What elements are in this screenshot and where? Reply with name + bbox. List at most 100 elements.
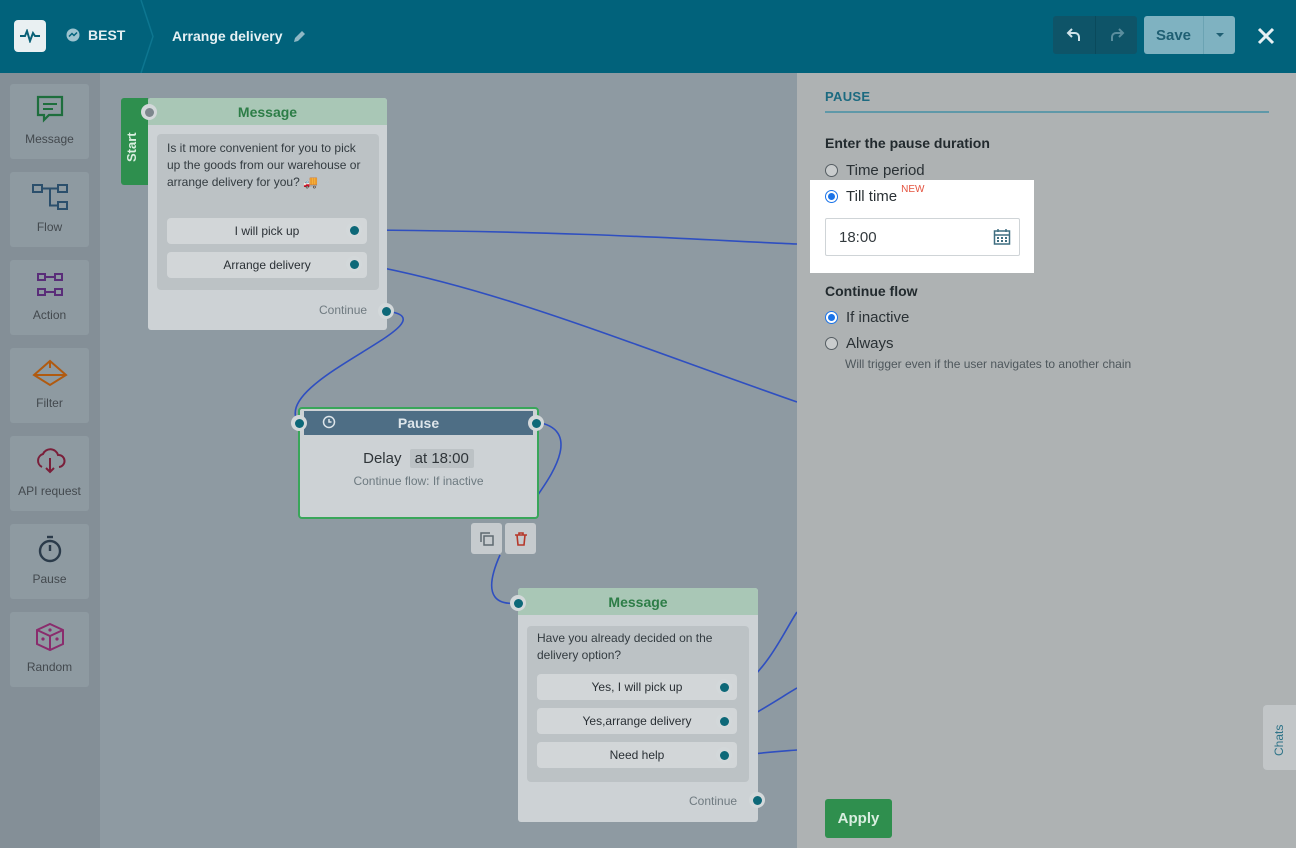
reply-label: Yes, I will pick up <box>591 680 683 694</box>
radio-circle[interactable] <box>825 311 838 324</box>
top-bar: BEST Arrange delivery Save <box>0 0 1296 73</box>
message-text: Is it more convenient for you to pick up… <box>167 141 361 189</box>
reply-port[interactable] <box>346 256 362 272</box>
palette-item-message[interactable]: Message <box>10 84 89 159</box>
message-node-1[interactable]: Message Is it more convenient for you to… <box>141 98 394 330</box>
filter-icon <box>31 359 68 387</box>
pulse-logo-icon[interactable] <box>14 20 46 52</box>
palette-item-random[interactable]: Random <box>10 612 89 687</box>
palette-item-pause[interactable]: Pause <box>10 524 89 599</box>
settings-panel: PAUSE Enter the pause duration Time peri… <box>797 73 1296 848</box>
radio-time-period[interactable]: Time period <box>825 162 925 179</box>
radio-label: Time period <box>846 162 925 179</box>
palette-item-api-request[interactable]: API request <box>10 436 89 511</box>
palette-item-filter[interactable]: Filter <box>10 348 89 423</box>
panel-heading: PAUSE <box>825 89 871 104</box>
breadcrumb-separator <box>140 0 154 73</box>
palette-item-flow[interactable]: Flow <box>10 172 89 247</box>
calendar-icon[interactable] <box>993 228 1011 246</box>
reply-label: Need help <box>609 748 665 762</box>
pencil-icon[interactable] <box>293 30 306 43</box>
history-controls <box>1053 16 1137 54</box>
radio-if-inactive[interactable]: If inactive <box>825 309 909 326</box>
continue-port[interactable] <box>378 303 394 319</box>
chats-tab[interactable]: Chats <box>1263 705 1296 770</box>
dice-icon <box>35 622 64 652</box>
panel-divider <box>825 111 1269 113</box>
quick-reply-button[interactable]: Arrange delivery <box>167 252 367 278</box>
palette-label: Action <box>32 308 67 322</box>
radio-label: If inactive <box>846 309 910 326</box>
delay-value: at 18:00 <box>409 449 474 468</box>
redo-icon <box>1110 28 1124 41</box>
radio-label: Till time <box>846 188 898 205</box>
message-text: Have you already decided on the delivery… <box>537 631 713 662</box>
input-port[interactable] <box>141 104 157 120</box>
radio-always[interactable]: Always <box>825 335 894 352</box>
quick-reply-button[interactable]: I will pick up <box>167 218 367 244</box>
quick-reply-button[interactable]: Yes,arrange delivery <box>537 708 737 734</box>
chats-label: Chats <box>1272 724 1286 756</box>
palette-label: Pause <box>32 572 67 586</box>
reply-label: Yes,arrange delivery <box>582 714 692 728</box>
output-port[interactable] <box>528 415 544 431</box>
block-palette: Message Flow Action Filter API request P… <box>0 73 100 848</box>
radio-circle[interactable] <box>825 337 838 350</box>
caret-down-icon <box>1215 33 1224 37</box>
flow-title-text: Arrange delivery <box>172 28 283 44</box>
time-input[interactable]: 18:00 <box>825 218 1020 256</box>
continue-label: Continue <box>319 303 368 317</box>
input-port[interactable] <box>291 415 307 431</box>
radio-circle[interactable] <box>825 164 838 177</box>
copy-icon <box>479 531 494 546</box>
palette-label: API request <box>18 484 81 498</box>
reply-port[interactable] <box>346 222 362 238</box>
reply-label: Arrange delivery <box>223 258 311 272</box>
quick-reply-button[interactable]: Yes, I will pick up <box>537 674 737 700</box>
close-button[interactable] <box>1252 22 1280 50</box>
delay-label: Delay <box>363 450 402 467</box>
pause-node-header: Pause <box>304 411 533 435</box>
radio-till-time[interactable]: Till time NEW <box>825 184 924 205</box>
save-button[interactable]: Save <box>1155 26 1192 44</box>
flow-title[interactable]: Arrange delivery <box>172 28 306 44</box>
node-title: Message <box>518 588 758 615</box>
delete-node-button[interactable] <box>505 523 536 554</box>
trash-icon <box>514 531 527 546</box>
undo-icon <box>1066 28 1080 41</box>
palette-label: Flow <box>36 220 63 234</box>
node-title: Pause <box>397 415 440 431</box>
new-badge: NEW <box>901 184 925 195</box>
continue-flow-title: Continue flow <box>825 283 918 299</box>
save-options-button[interactable] <box>1203 16 1235 54</box>
save-group: Save <box>1144 16 1235 54</box>
reply-port[interactable] <box>716 713 732 729</box>
duplicate-node-button[interactable] <box>471 523 502 554</box>
message-body: Is it more convenient for you to pick up… <box>157 134 379 290</box>
continue-flow-summary: Continue flow: If inactive <box>353 474 484 488</box>
quick-reply-button[interactable]: Need help <box>537 742 737 768</box>
undo-button[interactable] <box>1053 16 1095 54</box>
api-request-icon <box>36 448 65 474</box>
bot-selector[interactable]: BEST <box>66 27 125 43</box>
bot-name: BEST <box>88 27 126 43</box>
radio-circle[interactable] <box>825 190 838 203</box>
apply-button[interactable]: Apply <box>825 799 892 838</box>
time-value: 18:00 <box>839 228 877 246</box>
palette-label: Filter <box>36 396 63 410</box>
continue-label: Continue <box>689 794 738 808</box>
pause-stopwatch-icon <box>38 535 61 563</box>
action-icon <box>36 273 63 296</box>
redo-button[interactable] <box>1095 16 1137 54</box>
reply-port[interactable] <box>716 747 732 763</box>
node-title: Message <box>148 98 387 125</box>
input-port[interactable] <box>510 595 526 611</box>
always-hint: Will trigger even if the user navigates … <box>845 357 1132 371</box>
clock-icon <box>322 415 336 429</box>
palette-item-action[interactable]: Action <box>10 260 89 335</box>
start-label: Start <box>124 132 139 162</box>
pause-node[interactable]: Pause Delay at 18:00 Continue flow: If i… <box>291 407 544 519</box>
continue-port[interactable] <box>749 792 765 808</box>
message-node-2[interactable]: Message Have you already decided on the … <box>510 588 765 822</box>
reply-port[interactable] <box>716 679 732 695</box>
